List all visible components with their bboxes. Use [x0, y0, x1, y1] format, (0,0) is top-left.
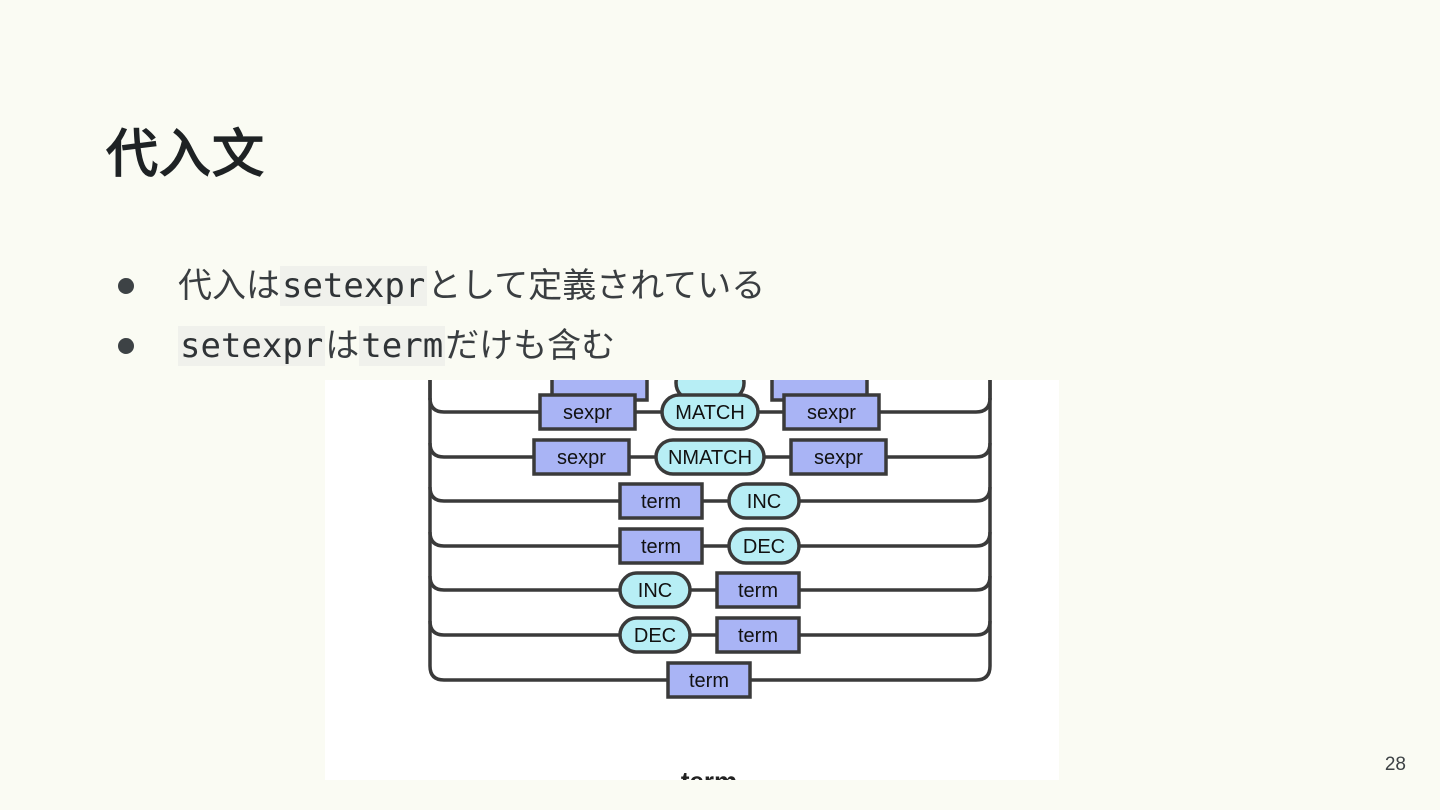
- terminal-label: DEC: [743, 536, 785, 558]
- rail-branch: [428, 575, 992, 592]
- terminal-label: INC: [747, 491, 781, 513]
- bullet-dot-icon: [118, 338, 134, 354]
- nonterminal-label: term: [641, 536, 681, 558]
- bullet-dot-icon: [118, 278, 134, 294]
- nonterminal-label: sexpr: [557, 447, 606, 469]
- bullet-text-part: として定義されている: [427, 266, 766, 306]
- terminal-box: [654, 438, 766, 476]
- nonterminal-label: term: [689, 670, 729, 692]
- bullet-text-part: は: [325, 326, 360, 366]
- nonterminal-label: term: [738, 625, 778, 647]
- code-span: setexpr: [178, 326, 326, 366]
- nonterminal-label: sexpr: [807, 402, 856, 424]
- code-span: setexpr: [280, 266, 428, 306]
- nonterminal-box: [532, 438, 631, 476]
- nonterminal-box: [666, 661, 752, 699]
- terminal-label: DEC: [634, 625, 676, 647]
- nonterminal-box: [618, 482, 704, 520]
- nonterminal-box: [715, 571, 801, 609]
- rail-branch: [428, 620, 992, 637]
- rail-branch: [428, 486, 992, 503]
- terminal-box: [660, 393, 760, 431]
- terminal-box: [618, 616, 692, 654]
- nonterminal-box: [782, 393, 881, 431]
- nonterminal-label: term: [641, 491, 681, 513]
- terminal-label: MATCH: [675, 402, 745, 424]
- code-span: term: [359, 326, 446, 366]
- bullet-text-part: だけも含む: [445, 326, 616, 366]
- nonterminal-box: [618, 527, 704, 565]
- bullet-text: 代入はsetexprとして定義されている: [178, 258, 765, 314]
- slide-title: 代入文: [106, 125, 266, 185]
- terminal-box: [618, 571, 692, 609]
- nonterminal-label: sexpr: [814, 447, 863, 469]
- terminal-box: [727, 482, 801, 520]
- nonterminal-label: sexpr: [563, 402, 612, 424]
- nonterminal-label: term: [738, 580, 778, 602]
- bullet-text: setexprはtermだけも含む: [178, 318, 615, 374]
- nonterminal-box: [789, 438, 888, 476]
- terminal-box: [727, 527, 801, 565]
- nonterminal-box: [538, 393, 637, 431]
- nonterminal-box: [715, 616, 801, 654]
- terminal-label: NMATCH: [668, 447, 752, 469]
- diagram-caption: term: [681, 766, 737, 780]
- terminal-label: INC: [638, 580, 672, 602]
- rail-branch: [428, 531, 992, 548]
- bullet-text-part: 代入は: [178, 266, 280, 306]
- page-number: 28: [1384, 754, 1406, 775]
